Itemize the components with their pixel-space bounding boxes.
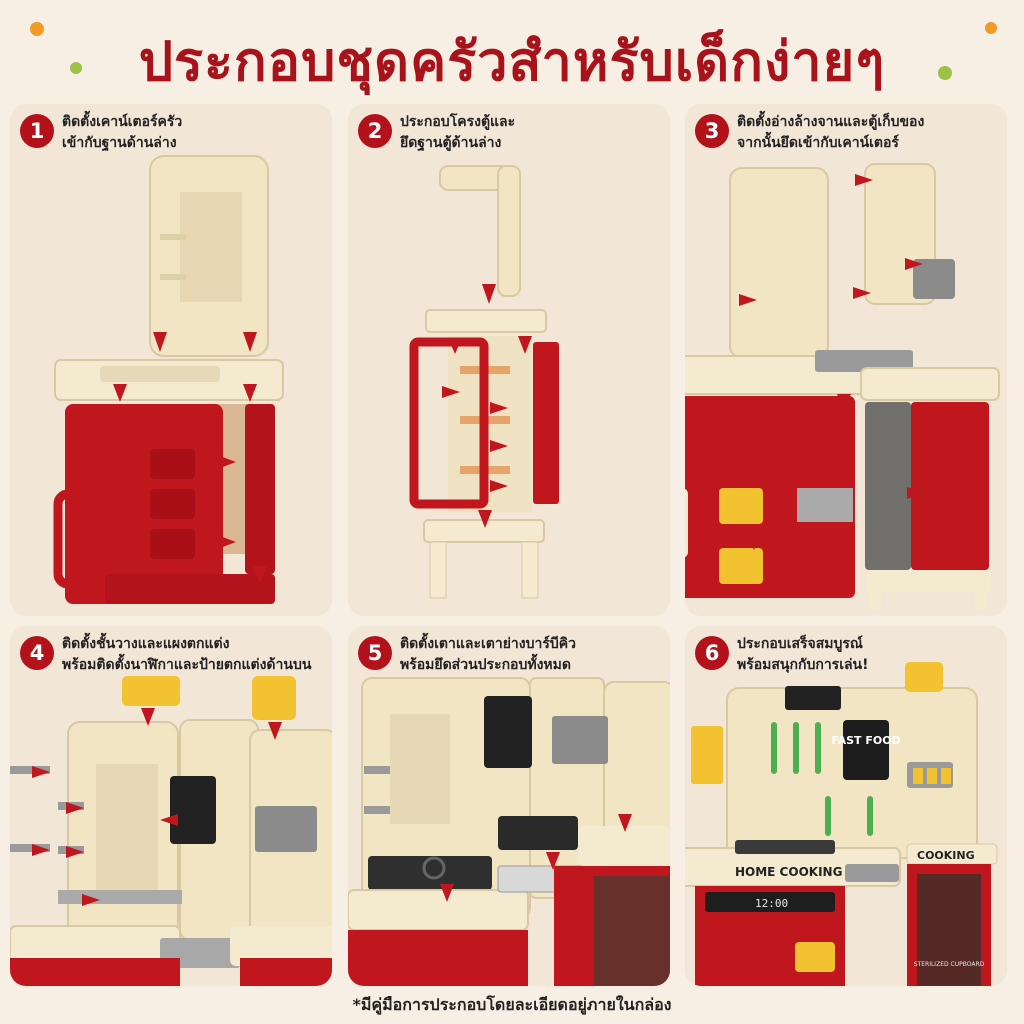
step-2-instruction: ประกอบโครงตู้และยึดฐานตู้ด้านล่าง (400, 114, 516, 151)
timer-display: 12:00 (755, 897, 788, 910)
sterilized-cupboard-label: STERILIZED CUPBOARD (914, 961, 985, 968)
step-card-1: 1 ติดตั้งเคาน์เตอร์ครัวเข้ากับฐานด้านล่า… (10, 104, 332, 616)
step-1-illustration (53, 155, 284, 604)
step-card-5: 5 ติดตั้งเตาและเตาย่างบาร์บีคิวพร้อมยึดส… (348, 626, 670, 986)
decor-dot (985, 22, 997, 34)
step-2-illustration (409, 165, 559, 599)
step-number-badge: 4 (20, 636, 54, 670)
decor-dot (70, 62, 82, 74)
step-3-illustration (685, 163, 1000, 610)
step-card-3: 3 ติดตั้งอ่างล้างจานและตู้เก็บของจากนั้น… (685, 104, 1007, 616)
step-card-2: 2 ประกอบโครงตู้และยึดฐานตู้ด้านล่าง (348, 104, 670, 616)
step-6-instruction: ประกอบเสร็จสมบูรณ์พร้อมสนุกกับการเล่น! (737, 636, 869, 673)
cooking-label: COOKING (917, 849, 975, 862)
home-cooking-label: HOME COOKING (735, 865, 842, 879)
page-title: ประกอบชุดครัวสำหรับเด็กง่ายๆ (138, 30, 886, 93)
assembly-manual-note: *มีคู่มือการประกอบโดยละเอียดอยู่ภายในกล่… (352, 995, 672, 1014)
step-5-illustration (348, 677, 670, 986)
step-4-illustration (10, 676, 332, 986)
step-5-instruction: ติดตั้งเตาและเตาย่างบาร์บีคิวพร้อมยึดส่ว… (400, 636, 576, 673)
step-6-illustration: FAST FOOD HOME COOKING COOKING 12:00 STE… (685, 662, 998, 986)
step-number-badge: 1 (20, 114, 54, 148)
step-number-badge: 6 (695, 636, 729, 670)
step-4-instruction: ติดตั้งชั้นวางและแผงตกแต่งพร้อมติดตั้งนา… (62, 636, 312, 673)
step-number-badge: 5 (358, 636, 392, 670)
step-3-instruction: ติดตั้งอ่างล้างจานและตู้เก็บของจากนั้นยึ… (737, 114, 925, 151)
step-number-badge: 2 (358, 114, 392, 148)
step-card-4: 4 ติดตั้งชั้นวางและแผงตกแต่งพร้อมติดตั้ง… (10, 626, 332, 986)
fast-food-label: FAST FOOD (831, 734, 900, 747)
decor-dot (938, 66, 952, 80)
step-card-6: FAST FOOD HOME COOKING COOKING 12:00 STE… (685, 626, 1007, 986)
step-number-badge: 3 (695, 114, 729, 148)
step-1-instruction: ติดตั้งเคาน์เตอร์ครัวเข้ากับฐานด้านล่าง (62, 114, 183, 151)
decor-dot (30, 22, 44, 36)
